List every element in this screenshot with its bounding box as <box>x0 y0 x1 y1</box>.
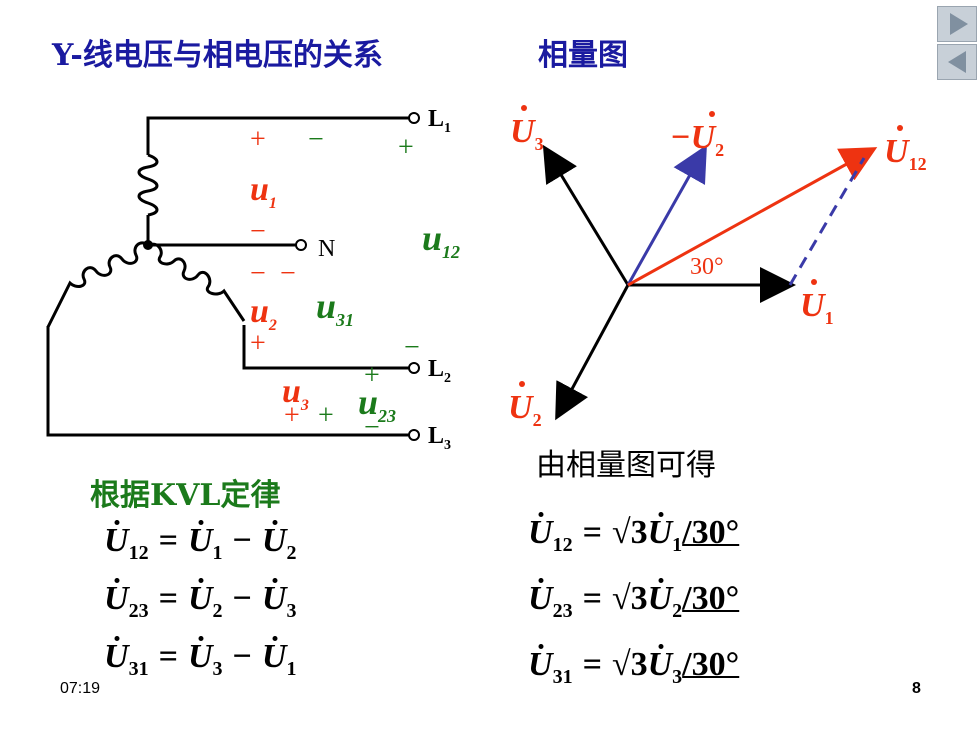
y-connection-circuit: L1 N L2 L3 + − − + + − u1 u2 u3 − + − + … <box>46 106 460 453</box>
u3-minus-sign: − <box>280 258 296 289</box>
u12-phasor <box>627 147 878 287</box>
next-slide-button[interactable] <box>937 6 977 42</box>
u12-label: u12 <box>422 218 460 262</box>
kvl-equation-1: U12=U1−U2 <box>104 522 297 564</box>
terminal-l1-label: L1 <box>428 106 451 136</box>
u1-phasor-label: U1 <box>800 287 834 328</box>
u1-label: u1 <box>250 171 277 212</box>
u3-plus-sign: + <box>284 400 300 431</box>
u2-plus-sign: + <box>250 328 266 359</box>
u12-phasor-label: U12 <box>884 133 927 174</box>
result-equation-2: U23=√3U2/30° <box>528 580 740 622</box>
u31-plus-sign: + <box>318 400 334 431</box>
u23-label: u23 <box>358 382 396 426</box>
result-title: 由相量图可得 <box>536 448 716 483</box>
neg-u2-phasor-label: −U2 <box>670 119 724 160</box>
u2-phasor <box>555 284 630 421</box>
kvl-equation-3: U31=U3−U1 <box>104 638 297 680</box>
slide-title: Y-线电压与相电压的关系 <box>52 38 383 73</box>
u3-phasor <box>542 144 630 286</box>
u1-plus-sign: + <box>250 124 266 155</box>
footer-time: 07:19 <box>60 680 101 697</box>
u3-label: u3 <box>282 373 309 414</box>
u3-phasor-label: U3 <box>510 113 544 154</box>
phasor-diagram-title: 相量图 <box>538 38 628 73</box>
u31-minus-sign: − <box>404 332 420 363</box>
page-number: 8 <box>912 680 921 697</box>
previous-slide-button[interactable] <box>937 44 977 80</box>
u31-label: u31 <box>316 286 354 330</box>
u12-construction-line <box>788 157 866 286</box>
result-equation-3: U31=√3U3/30° <box>528 646 740 688</box>
u23-plus-sign: + <box>364 360 380 391</box>
kvl-equation-2: U23=U2−U3 <box>104 580 297 622</box>
u2-phasor-label: U2 <box>508 389 542 430</box>
u12-minus-sign: − <box>308 124 324 155</box>
u2-minus-sign: − <box>250 258 266 289</box>
terminal-l3-label: L3 <box>428 423 451 453</box>
u23-minus-sign: − <box>364 412 380 443</box>
u12-plus-sign: + <box>398 132 414 163</box>
phasor-diagram: 30° U3 −U2 U12 U1 U2 <box>508 105 927 430</box>
terminal-l2-label: L2 <box>428 356 451 386</box>
previous-arrow-icon <box>948 51 966 73</box>
kvl-title: 根据KVL定律 <box>90 478 281 513</box>
u1-minus-sign: − <box>250 216 266 247</box>
u2-label: u2 <box>250 293 277 334</box>
angle-label: 30° <box>690 254 724 280</box>
result-equation-1: U12=√3U1/30° <box>528 514 740 556</box>
next-arrow-icon <box>950 13 968 35</box>
terminal-n-label: N <box>318 236 335 262</box>
neg-u2-phasor <box>626 144 707 286</box>
